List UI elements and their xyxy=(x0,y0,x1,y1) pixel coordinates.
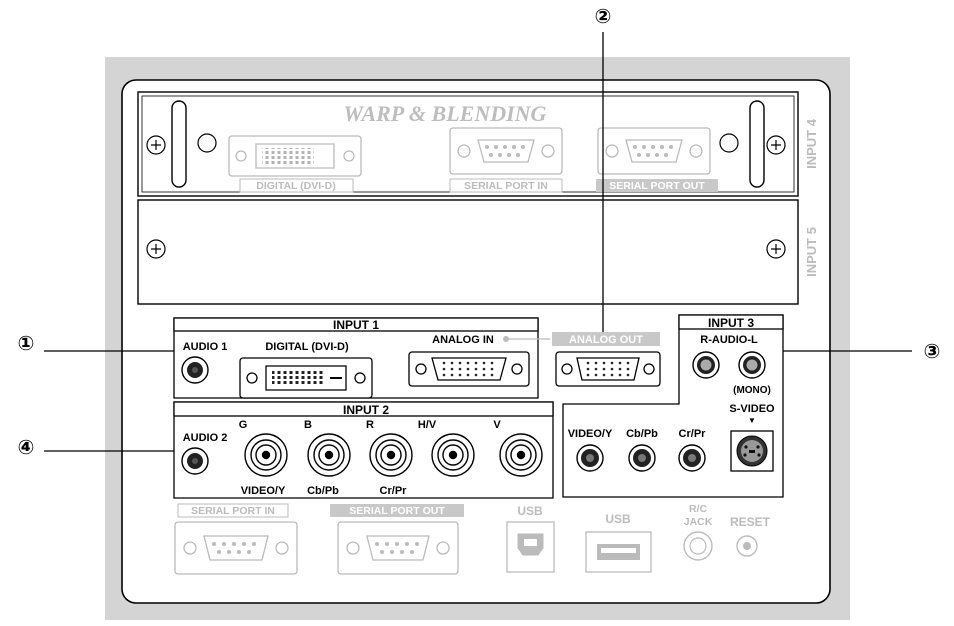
input5-screw-right xyxy=(766,239,786,259)
callout-4: ④ xyxy=(18,435,35,459)
reset-button xyxy=(736,535,758,557)
input3-video-y-jack xyxy=(576,444,604,472)
input3-title: INPUT 3 xyxy=(708,316,754,330)
warp-title: WARP & BLENDING xyxy=(344,101,547,126)
analog-out-port xyxy=(555,351,661,387)
input3-video-y-label: VIDEO/Y xyxy=(568,428,613,440)
warp-dvi-port xyxy=(228,135,362,177)
warp-serial-in-port xyxy=(449,127,563,175)
input3-title-bar xyxy=(678,314,784,330)
input2-audio-label: AUDIO 2 xyxy=(183,432,228,444)
input2-r-label: R xyxy=(366,419,374,431)
bnc-hv-port xyxy=(431,433,475,477)
rc-jack xyxy=(683,531,713,561)
input3-audio-label: R-AUDIO-L xyxy=(700,334,758,346)
input2-cr-pr-label: Cr/Pr xyxy=(380,485,408,497)
usb-b-port xyxy=(506,521,555,573)
bottom-serial-in-port xyxy=(174,521,298,575)
input3-mono-label: (MONO) xyxy=(733,385,771,396)
input1-title-bar xyxy=(173,317,539,332)
warp-handle-right xyxy=(749,100,765,188)
input3-cr-pr-jack xyxy=(678,444,706,472)
warp-serial-out-badge xyxy=(596,179,718,192)
input2-v-label: V xyxy=(493,419,501,431)
warp-serial-in-label: SERIAL PORT IN xyxy=(464,180,548,192)
bottom-serial-out-port xyxy=(337,521,459,575)
bnc-g-port xyxy=(244,433,288,477)
audio1-jack xyxy=(181,356,209,384)
input3-cb-pb-jack xyxy=(628,444,656,472)
warp-screw-right xyxy=(766,135,786,155)
warp-handle-left xyxy=(171,100,187,188)
input1-analog-in-label: ANALOG IN xyxy=(432,334,494,346)
input4-label: INPUT 4 xyxy=(804,118,819,169)
input2-cb-pb-label: Cb/Pb xyxy=(307,485,339,497)
input2-video-y-label: VIDEO/Y xyxy=(241,485,286,497)
svideo-port xyxy=(730,430,774,472)
input1-title: INPUT 1 xyxy=(333,318,379,332)
input2-title: INPUT 2 xyxy=(343,403,389,417)
callout-1: ① xyxy=(18,331,35,355)
warp-hole-left xyxy=(197,133,217,153)
analog-out-badge xyxy=(552,332,660,346)
bottom-rc-label-1: R/C xyxy=(689,503,708,515)
bottom-serial-in-badge xyxy=(177,503,289,518)
input3-cr-pr-label: Cr/Pr xyxy=(679,428,707,440)
callout-2: ② xyxy=(595,4,612,28)
warp-serial-in-badge xyxy=(449,178,563,193)
input2-hv-label: H/V xyxy=(418,419,437,431)
warp-screw-left xyxy=(146,135,166,155)
warp-serial-out-label: SERIAL PORT OUT xyxy=(609,180,705,192)
input3-svideo-label: S-VIDEO xyxy=(729,403,775,415)
bottom-serial-out-label: SERIAL PORT OUT xyxy=(349,505,445,517)
warp-dvi-label: DIGITAL (DVI-D) xyxy=(256,180,336,192)
bottom-rc-label-2: JACK xyxy=(684,516,713,528)
bnc-v-port xyxy=(499,433,543,477)
input3-cb-pb-label: Cb/Pb xyxy=(626,428,658,440)
bottom-reset-label: RESET xyxy=(730,515,771,529)
bottom-usb-a-label: USB xyxy=(605,512,631,526)
bottom-serial-out-badge xyxy=(330,504,464,517)
analog-out-label: ANALOG OUT xyxy=(569,334,643,346)
warp-hole-right xyxy=(719,133,739,153)
audio2-jack xyxy=(181,447,209,475)
callout-3: ③ xyxy=(924,339,941,363)
warp-dvi-badge xyxy=(239,178,354,193)
analog-link-dot xyxy=(503,336,509,342)
input5-slot xyxy=(137,199,799,305)
analog-in-port xyxy=(408,351,530,387)
bottom-usb-b-label: USB xyxy=(517,504,543,518)
bottom-serial-in-label: SERIAL PORT IN xyxy=(191,505,275,517)
input3-svideo-arrow: ▼ xyxy=(748,416,756,425)
input1-dvi-port xyxy=(239,357,373,399)
input2-title-bar xyxy=(173,401,554,417)
bnc-r-port xyxy=(369,433,413,477)
input1-audio-label: AUDIO 1 xyxy=(183,341,228,353)
input5-label: INPUT 5 xyxy=(804,227,819,277)
input1-dvi-label: DIGITAL (DVI-D) xyxy=(265,341,349,353)
bnc-b-port xyxy=(307,433,351,477)
input3-audio-l-jack xyxy=(738,351,766,379)
warp-serial-out-port xyxy=(597,127,711,175)
input3-audio-r-jack xyxy=(692,351,720,379)
input2-b-label: B xyxy=(304,419,312,431)
usb-a-port xyxy=(585,531,652,573)
input5-screw-left xyxy=(146,239,166,259)
input2-g-label: G xyxy=(239,419,248,431)
